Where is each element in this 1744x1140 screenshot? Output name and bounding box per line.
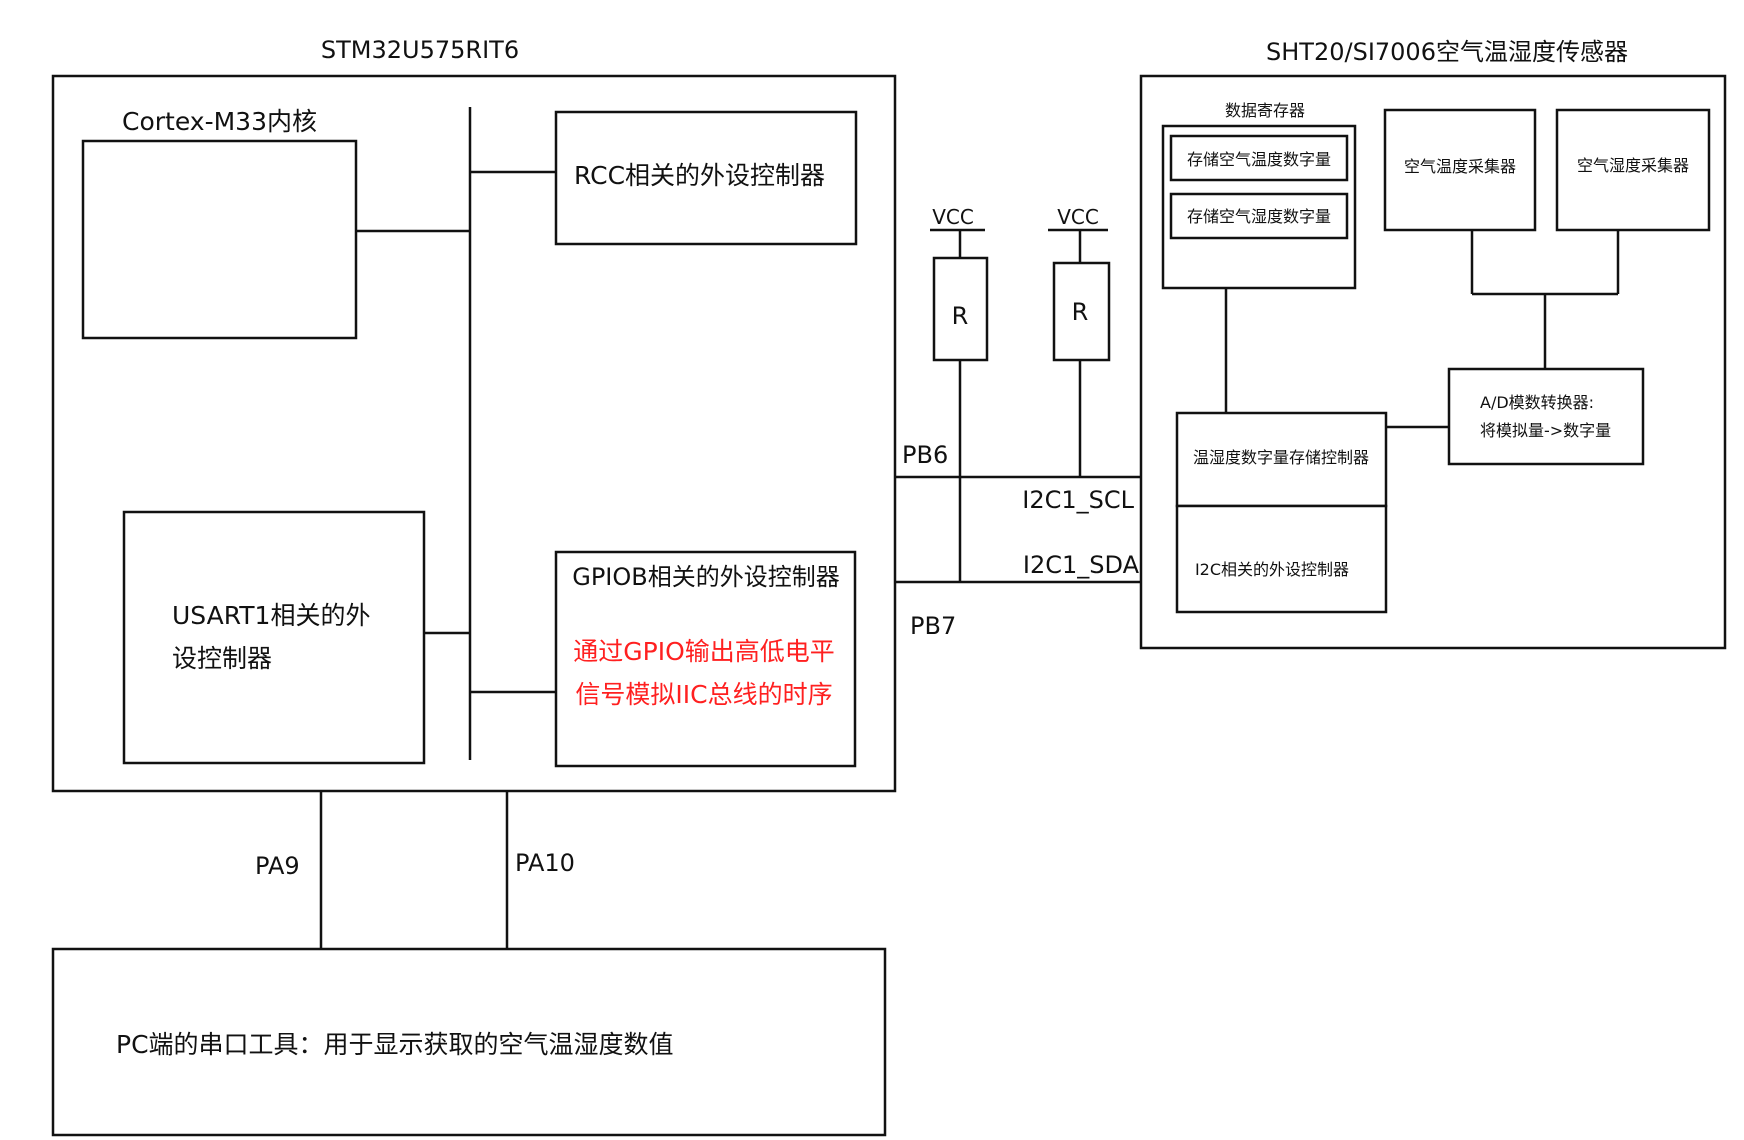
core-label: Cortex-M33内核 <box>122 107 317 136</box>
gpiob-note-line2: 信号模拟IIC总线的时序 <box>575 680 832 709</box>
adc-block <box>1447 367 1645 466</box>
temp-collector-label: 空气温度采集器 <box>1404 157 1516 176</box>
rcc-label: RCC相关的外设控制器 <box>574 161 825 190</box>
mcu-title: STM32U575RIT6 <box>321 36 519 64</box>
pa10-label: PA10 <box>515 849 575 877</box>
store-humi-block <box>1169 192 1349 240</box>
storage-controller-label: 温湿度数字量存储控制器 <box>1193 448 1369 467</box>
usart1-block <box>122 510 426 765</box>
store-temp-block <box>1169 134 1349 182</box>
humi-collector-block <box>1555 108 1711 232</box>
resistor1-label: R <box>952 302 969 330</box>
humi-collector-label: 空气湿度采集器 <box>1577 156 1689 175</box>
i2c-controller-block <box>1175 504 1388 614</box>
i2c1-sda-label: I2C1_SDA <box>1023 551 1140 579</box>
gpiob-note-line1: 通过GPIO输出高低电平 <box>573 637 835 666</box>
sensor-title: SHT20/SI7006空气温湿度传感器 <box>1266 38 1628 66</box>
adc-label-line2: 将模拟量->数字量 <box>1480 421 1611 440</box>
rcc-block <box>554 110 858 246</box>
core-block <box>81 139 358 340</box>
store-humi-label: 存储空气湿度数字量 <box>1187 207 1331 226</box>
gpiob-block <box>554 550 857 768</box>
resistor2-label: R <box>1072 298 1089 326</box>
pa9-label: PA9 <box>255 852 300 880</box>
pb7-label: PB7 <box>910 612 956 640</box>
store-temp-label: 存储空气温度数字量 <box>1187 150 1331 169</box>
temp-collector-block <box>1383 108 1537 232</box>
usart1-label-line1: USART1相关的外 <box>172 601 370 630</box>
i2c1-scl-label: I2C1_SCL <box>1022 486 1134 514</box>
data-register-label: 数据寄存器 <box>1225 101 1305 120</box>
pc-serial-tool-block <box>51 947 887 1137</box>
i2c-controller-label: I2C相关的外设控制器 <box>1195 560 1349 579</box>
pb6-label: PB6 <box>902 441 948 469</box>
vcc1-label: VCC <box>932 205 974 229</box>
pc-serial-tool-label: PC端的串口工具：用于显示获取的空气温湿度数值 <box>116 1030 674 1059</box>
adc-label-line1: A/D模数转换器: <box>1480 393 1594 412</box>
vcc2-label: VCC <box>1057 205 1099 229</box>
storage-controller-block <box>1175 411 1388 508</box>
pullup-resistor-2 <box>1052 261 1111 362</box>
usart1-label-line2: 设控制器 <box>172 644 272 673</box>
gpiob-label: GPIOB相关的外设控制器 <box>572 563 840 591</box>
